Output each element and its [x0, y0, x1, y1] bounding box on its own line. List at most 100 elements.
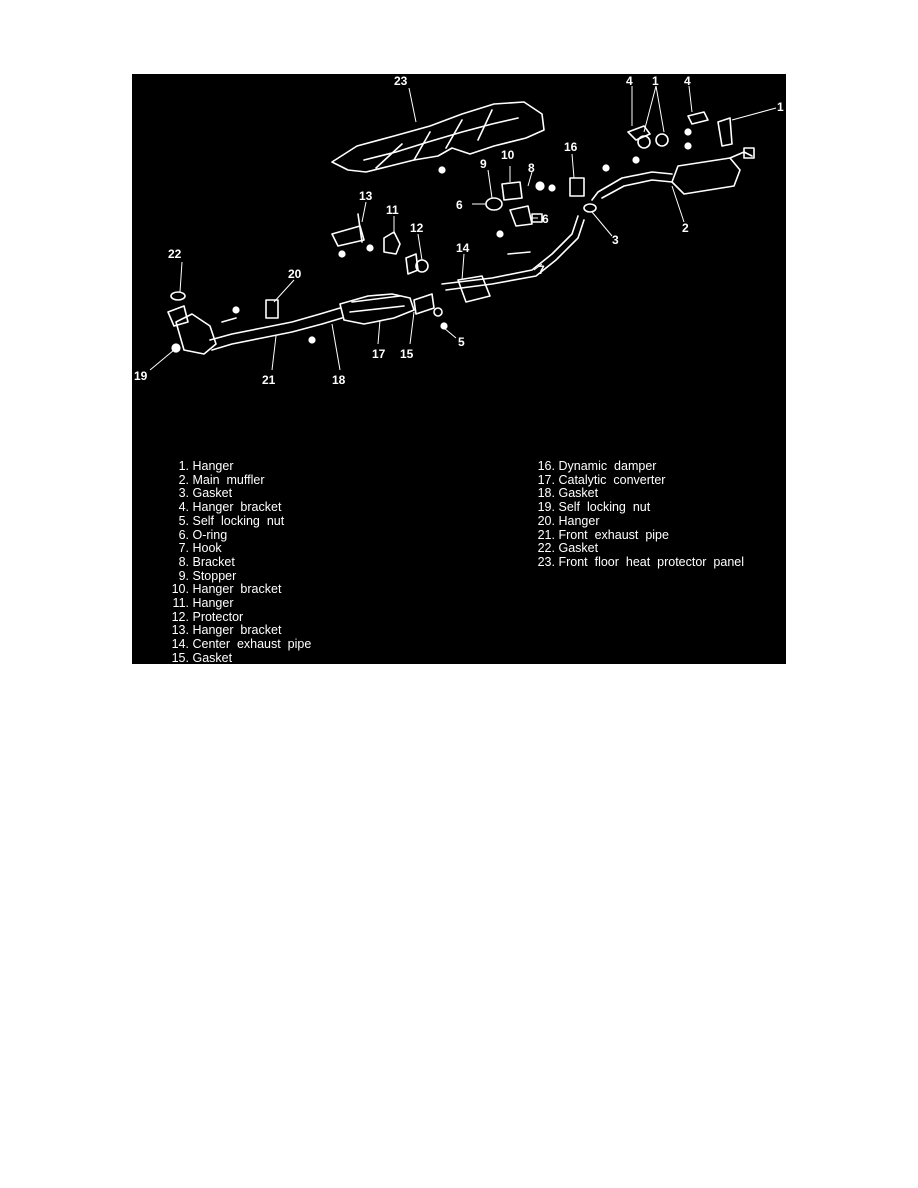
- self-locking-nut-5: [440, 322, 448, 330]
- callout-10: 10: [501, 148, 515, 162]
- hanger-bracket-13-group: [331, 213, 429, 275]
- legend-item-number: 13.: [171, 623, 189, 638]
- legend-item-number: 12.: [171, 609, 189, 624]
- legend-item-label: Catalytic converter: [558, 472, 666, 487]
- legend-item: 2. Main muffler: [170, 472, 470, 488]
- exhaust-exploded-diagram: 23 4 1 4 1 16 10 9 8 13 11 6 6 2 3 12 14…: [134, 74, 784, 387]
- legend-item-label: Stopper: [192, 568, 237, 583]
- legend-item-number: 9.: [178, 568, 189, 583]
- legend-item-label: Hanger: [192, 459, 234, 473]
- legend-item-number: 21.: [537, 527, 555, 542]
- main-muffler: [591, 147, 755, 201]
- legend-item-number: 19.: [537, 500, 555, 515]
- leader-lines: [149, 85, 777, 371]
- gasket-3: [583, 203, 597, 213]
- legend-item: 18. Gasket: [536, 487, 786, 501]
- callout-8: 8: [528, 161, 535, 175]
- legend-item-label: Center exhaust pipe: [192, 637, 312, 652]
- legend-item-number: 7.: [178, 541, 189, 556]
- callout-9: 9: [480, 157, 487, 171]
- callout-6-right: 6: [542, 212, 549, 226]
- callout-5: 5: [458, 335, 465, 349]
- callout-23: 23: [394, 74, 408, 88]
- legend-item-number: 3.: [178, 486, 189, 501]
- callout-19: 19: [134, 369, 148, 383]
- legend-item-label: Gasket: [192, 486, 233, 501]
- bracket-stopper-group: [485, 181, 543, 238]
- callout-20: 20: [288, 267, 302, 281]
- legend-item-label: Dynamic damper: [558, 459, 657, 473]
- legend-item-number: 15.: [171, 650, 189, 664]
- heat-protector-panel: [331, 101, 545, 174]
- legend-item-label: Hanger bracket: [192, 623, 282, 638]
- legend-item: 15. Gasket: [170, 650, 470, 664]
- legend-item: 12. Protector: [170, 609, 470, 625]
- legend-item-number: 4.: [178, 500, 189, 515]
- exhaust-system-figure: 23 4 1 4 1 16 10 9 8 13 11 6 6 2 3 12 14…: [132, 74, 786, 664]
- legend-item-number: 2.: [178, 472, 189, 487]
- front-exhaust-pipe: [167, 305, 343, 355]
- callout-15: 15: [400, 347, 414, 361]
- legend-item-number: 14.: [171, 637, 189, 652]
- callout-21: 21: [262, 373, 276, 387]
- legend-item: 9. Stopper: [170, 568, 470, 584]
- legend-item: 23. Front floor heat protector panel: [536, 554, 786, 570]
- callout-12: 12: [410, 221, 424, 235]
- callout-13: 13: [359, 189, 373, 203]
- gasket-22: [170, 291, 186, 301]
- legend-item-number: 23.: [537, 554, 555, 569]
- legend-item-number: 22.: [537, 541, 555, 556]
- legend-item: 1. Hanger: [170, 459, 470, 474]
- callout-11: 11: [386, 203, 399, 217]
- legend-item-number: 5.: [178, 513, 189, 528]
- legend-item-label: Protector: [192, 609, 244, 624]
- legend-item-label: Self locking nut: [558, 500, 651, 515]
- legend-item: 16. Dynamic damper: [536, 459, 786, 474]
- callout-18: 18: [332, 373, 346, 387]
- legend-item: 5. Self locking nut: [170, 513, 470, 529]
- callout-4-left: 4: [626, 74, 633, 88]
- legend-item: 17. Catalytic converter: [536, 472, 786, 488]
- callout-16: 16: [564, 140, 578, 154]
- legend-item-number: 17.: [537, 472, 555, 487]
- legend-item-number: 16.: [537, 459, 555, 473]
- legend-item-number: 1.: [178, 459, 189, 473]
- legend-item-label: O-ring: [192, 527, 228, 542]
- legend-item: 3. Gasket: [170, 487, 470, 501]
- legend-item: 8. Bracket: [170, 554, 470, 570]
- legend-item-label: Self locking nut: [192, 513, 285, 528]
- legend-item: 11. Hanger: [170, 596, 470, 611]
- callout-3: 3: [612, 233, 619, 247]
- hanger-20: [232, 299, 279, 319]
- callout-14: 14: [456, 241, 470, 255]
- callout-1-right: 1: [777, 100, 784, 114]
- legend-item: 20. Hanger: [536, 513, 786, 529]
- legend-item: 19. Self locking nut: [536, 500, 786, 515]
- callout-4-right: 4: [684, 74, 691, 88]
- catalytic-converter: [339, 293, 443, 325]
- legend-item: 14. Center exhaust pipe: [170, 637, 470, 652]
- callout-22: 22: [168, 247, 182, 261]
- legend-item-number: 8.: [178, 554, 189, 569]
- legend-item-label: Gasket: [558, 541, 599, 556]
- center-exhaust-pipe: [441, 215, 585, 303]
- callout-6-left: 6: [456, 198, 463, 212]
- legend-item-number: 11.: [172, 596, 189, 611]
- legend-item-number: 10.: [171, 582, 189, 597]
- legend-item-label: Front exhaust pipe: [558, 527, 669, 542]
- callout-2: 2: [682, 221, 689, 235]
- callout-7: 7: [538, 263, 545, 277]
- legend-item-label: Hanger: [558, 513, 600, 528]
- callout-17: 17: [372, 347, 386, 361]
- legend-item-number: 20.: [537, 513, 555, 528]
- legend-item: 21. Front exhaust pipe: [536, 527, 786, 543]
- legend-item: 7. Hook: [170, 541, 470, 556]
- legend-item-label: Main muffler: [192, 472, 265, 487]
- legend-item: 6. O-ring: [170, 527, 470, 543]
- legend-item-label: Gasket: [558, 486, 599, 501]
- legend-item-label: Front floor heat protector panel: [558, 554, 745, 569]
- legend-item: 10. Hanger bracket: [170, 582, 470, 597]
- legend-item: 13. Hanger bracket: [170, 624, 470, 638]
- callout-1-left: 1: [652, 74, 659, 88]
